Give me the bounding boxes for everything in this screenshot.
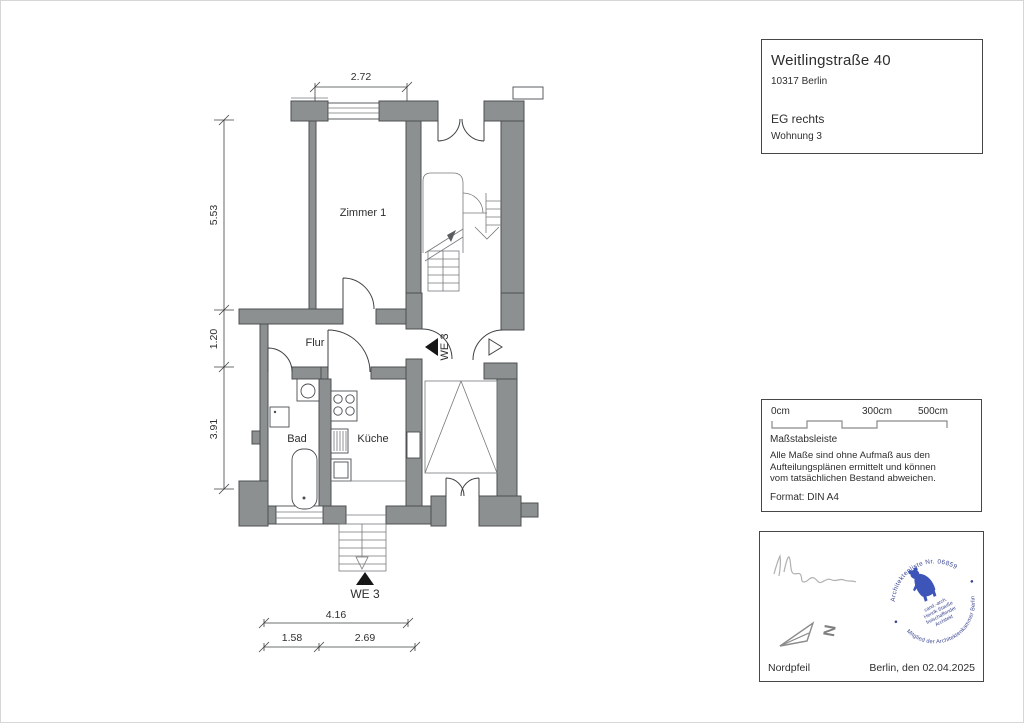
scale-note-line1: Alle Maße sind ohne Aufmaß aus den (770, 450, 930, 461)
title-street: Weitlingstraße 40 (771, 52, 891, 69)
entrance-door-left-leaf (437, 118, 461, 142)
bathtub (291, 448, 318, 510)
entry-marker: WE 3 (350, 572, 380, 601)
berlin-bear-icon (908, 567, 937, 602)
door-neighbor-leaf-triangle (488, 338, 503, 356)
facade-continuation (512, 86, 544, 100)
washing-machine (269, 406, 290, 428)
rear-door-right-leaf (460, 477, 480, 497)
dim-left-bath: 3.91 (208, 419, 220, 440)
scale-caption: Maßstabsleiste (770, 434, 838, 445)
dim-bottom-right: 2.69 (355, 632, 376, 644)
date-line: Berlin, den 02.04.2025 (869, 662, 975, 674)
windows (275, 86, 544, 525)
footer-graphics: N Architektenliste Nr. 06859 Mitglied de… (773, 545, 983, 659)
door-room1 (342, 277, 375, 310)
scale-bar: 0cm 300cm 500cm (771, 406, 948, 429)
dim-top-width: 2.72 (351, 71, 372, 83)
walls (238, 100, 539, 527)
rear-hall (424, 380, 498, 474)
floorplan-drawing: 2.72 5.53 1.20 3.91 4.16 1.58 2.69 Zimme… (208, 71, 544, 653)
scale-tick-300: 300cm (862, 406, 892, 417)
title-block: Weitlingstraße 40 10317 Berlin EG rechts… (761, 39, 983, 154)
scale-note-line3: vom tatsächlichen Bestand abweichen. (770, 473, 936, 485)
dim-left-hall: 1.20 (208, 329, 220, 350)
label-entry-we3: WE 3 (350, 587, 380, 601)
scale-block: 0cm 300cm 500cm Maßstabsleiste Alle Maße… (761, 399, 982, 512)
window-room1 (327, 102, 380, 120)
doors (267, 118, 504, 497)
rear-door-left-leaf (445, 477, 465, 497)
label-hall: Flur (306, 337, 325, 349)
title-floor: EG rechts (771, 112, 825, 126)
kitchen-counter (330, 428, 349, 454)
signature-icon (773, 554, 857, 584)
stove (330, 390, 358, 422)
door-neighbor (472, 329, 504, 361)
footer-block: N Architektenliste Nr. 06859 Mitglied de… (759, 531, 984, 682)
architect-stamp-icon: Architektenliste Nr. 06859 Mitglied der … (879, 545, 983, 659)
north-arrow-icon: N (779, 621, 838, 647)
entry-arrow-icon (356, 572, 374, 585)
door-kitchen (327, 329, 371, 373)
format-line: Format: DIN A4 (770, 492, 839, 503)
scale-bar-steps (771, 420, 948, 429)
label-kitchen: Küche (357, 433, 388, 445)
dim-bottom-total: 4.16 (326, 609, 347, 621)
window-kitchen (406, 431, 421, 459)
title-unit: Wohnung 3 (771, 131, 822, 142)
north-letter: N (819, 623, 838, 637)
north-label: Nordpfeil (768, 662, 811, 674)
room-labels: Zimmer 1 Flur Bad Küche WE 3 (287, 207, 451, 445)
scale-note: Alle Maße sind ohne Aufmaß aus den Aufte… (770, 450, 936, 485)
dim-left-room: 5.53 (208, 205, 220, 226)
label-we3-door: WE 3 (439, 334, 451, 361)
title-city: 10317 Berlin (771, 76, 828, 87)
door-bath (267, 347, 293, 373)
staircase (422, 172, 502, 292)
scale-note-line2: Aufteilungsplänen ermittelt und können (770, 461, 936, 473)
label-room1: Zimmer 1 (340, 207, 386, 219)
dim-bottom-left: 1.58 (282, 632, 303, 644)
fixtures (269, 378, 406, 510)
entrance-door-right-leaf (461, 118, 485, 142)
scale-tick-500: 500cm (918, 406, 948, 417)
door-apartment-we3 (421, 328, 453, 360)
dimensions: 2.72 5.53 1.20 3.91 4.16 1.58 2.69 (208, 71, 421, 653)
exterior-steps (338, 523, 387, 572)
scale-tick-0: 0cm (771, 406, 790, 417)
door-we3-leaf-triangle (425, 338, 438, 356)
label-bath: Bad (287, 433, 307, 445)
